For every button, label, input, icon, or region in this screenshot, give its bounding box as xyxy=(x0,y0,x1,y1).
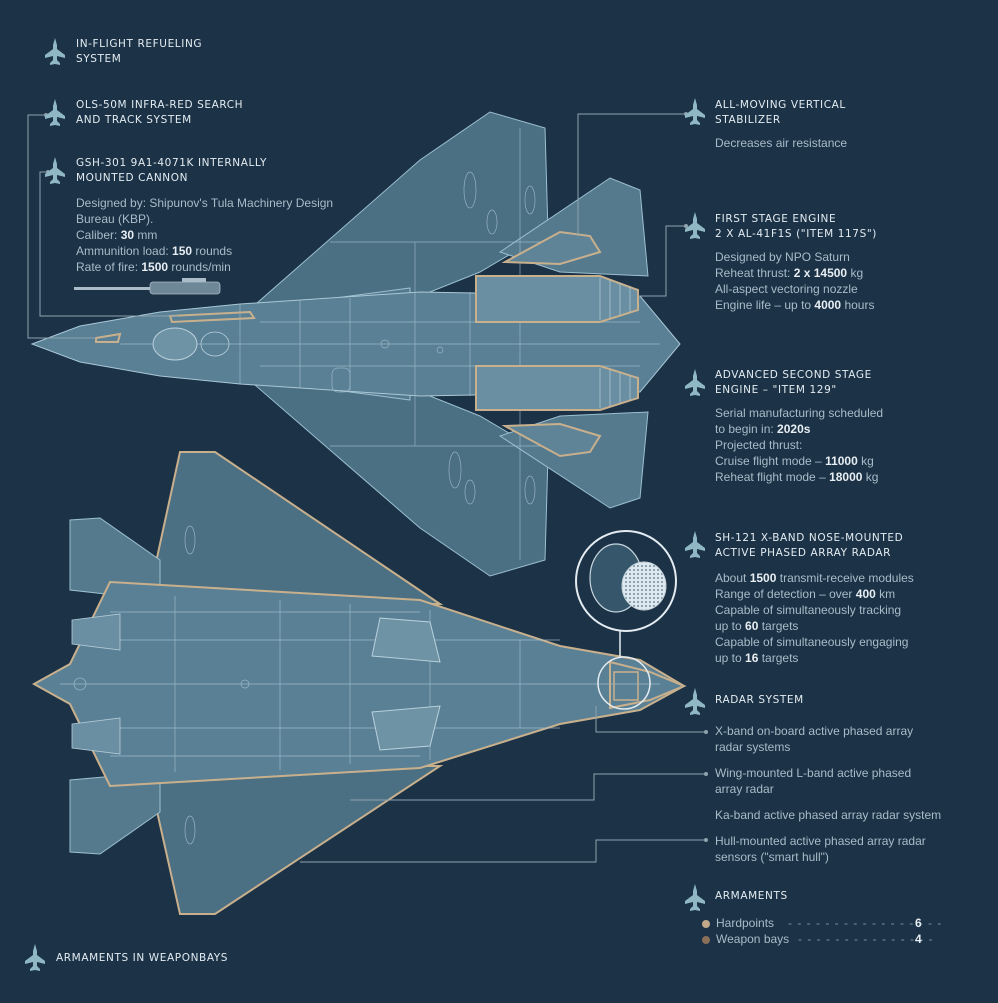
engine1-desc-1: Designed by NPO Saturn xyxy=(715,250,850,264)
radar121-engaging-count: up to 16 targets xyxy=(715,651,799,665)
engine1-life: Engine life – up to 4000 hours xyxy=(715,298,875,312)
weaponbays-row: Weapon bays - - - - - - - - - - - - - - … xyxy=(702,931,933,947)
cannon-rate: Rate of fire: 1500 rounds/min xyxy=(76,260,231,274)
ols-label: OLS-50M INFRA-RED SEARCH AND TRACK SYSTE… xyxy=(76,98,243,128)
engine2-desc-1: Serial manufacturing scheduled xyxy=(715,406,884,420)
stabilizer-title-line1: ALL-MOVING VERTICAL xyxy=(715,99,846,111)
cannon-ammo: Ammunition load: 150 rounds xyxy=(76,244,233,258)
cannon-illustration xyxy=(74,278,221,295)
radar-detail xyxy=(575,530,677,710)
refueling-title-line1: IN-FLIGHT REFUELING xyxy=(76,38,203,50)
refueling-label: IN-FLIGHT REFUELING SYSTEM xyxy=(76,37,202,67)
cannon-desc-2: Bureau (KBP). xyxy=(76,212,154,226)
jet-icon xyxy=(44,38,66,66)
engine1-title-line2: 2 X AL-41F1S ("ITEM 117S") xyxy=(715,228,877,240)
cannon-title-line2: MOUNTED CANNON xyxy=(76,172,189,184)
stabilizer-desc: Decreases air resistance xyxy=(715,136,848,150)
jet-icon xyxy=(684,98,706,126)
radar-smart-hull: Hull-mounted active phased array radar s… xyxy=(715,834,926,864)
engine2-reheat: Reheat flight mode – 18000 kg xyxy=(715,470,879,484)
engine1-desc-3: All-aspect vectoring nozzle xyxy=(715,282,858,296)
jet-icon xyxy=(684,531,706,559)
radar-lband: Wing-mounted L-band active phased array … xyxy=(715,766,912,796)
radar121-title-line2: ACTIVE PHASED ARRAY RADAR xyxy=(715,547,892,559)
aircraft-top-view xyxy=(30,111,681,577)
jet-icon xyxy=(684,884,706,912)
jet-icon xyxy=(24,944,46,972)
hardpoints-value: 6 xyxy=(915,916,922,930)
radar121-label: SH-121 X-BAND NOSE-MOUNTED ACTIVE PHASED… xyxy=(715,531,914,666)
cannon-caliber: Caliber: 30 mm xyxy=(76,228,158,242)
radar-xband: X-band on-board active phased array rada… xyxy=(715,724,914,754)
jet-icon xyxy=(684,688,706,716)
jet-icon xyxy=(44,99,66,127)
refueling-title-line2: SYSTEM xyxy=(76,53,122,65)
engine2-title-line2: ENGINE – "ITEM 129" xyxy=(715,384,837,396)
radar121-engaging: Capable of simultaneously engaging xyxy=(715,635,909,649)
engine1-thrust: Reheat thrust: 2 x 14500 kg xyxy=(715,266,864,280)
leader-lines xyxy=(27,113,706,863)
engine2-label: ADVANCED SECOND STAGE ENGINE – "ITEM 129… xyxy=(715,368,883,485)
radar121-tracking-count: up to 60 targets xyxy=(715,619,799,633)
cannon-title-line1: GSH-301 9A1-4071K INTERNALLY xyxy=(76,157,267,169)
radar-kaband: Ka-band active phased array radar system xyxy=(715,808,942,822)
radar121-tracking: Capable of simultaneously tracking xyxy=(715,603,902,617)
cannon-desc-1: Designed by: Shipunov's Tula Machinery D… xyxy=(76,196,334,210)
radar121-title-line1: SH-121 X-BAND NOSE-MOUNTED xyxy=(715,532,904,544)
ols-title-line2: AND TRACK SYSTEM xyxy=(76,114,192,126)
hardpoints-row: Hardpoints - - - - - - - - - - - - - - -… xyxy=(702,915,941,931)
engine1-title-line1: FIRST STAGE ENGINE xyxy=(715,213,837,225)
engine2-desc-3: Projected thrust: xyxy=(715,438,803,452)
ols-title-line1: OLS-50M INFRA-RED SEARCH xyxy=(76,99,244,111)
engine2-cruise: Cruise flight mode – 11000 kg xyxy=(715,454,874,468)
radar121-modules: About 1500 transmit-receive modules xyxy=(715,571,914,585)
hardpoints-dot xyxy=(702,919,710,928)
weaponbays-value: 4 xyxy=(915,932,922,946)
jet-icon xyxy=(44,157,66,185)
stabilizer-label: ALL-MOVING VERTICAL STABILIZER Decreases… xyxy=(715,98,847,151)
engine2-title-line1: ADVANCED SECOND STAGE xyxy=(715,369,872,381)
jet-icon xyxy=(684,212,706,240)
aircraft-bottom-view xyxy=(31,451,687,915)
weaponbays-title: ARMAMENTS IN WEAPONBAYS xyxy=(56,952,229,964)
engine2-schedule: to begin in: 2020s xyxy=(715,422,811,436)
jet-icon xyxy=(684,369,706,397)
stabilizer-title-line2: STABILIZER xyxy=(715,114,781,126)
cannon-label: GSH-301 9A1-4071K INTERNALLY MOUNTED CAN… xyxy=(76,156,333,275)
radar-system-title: RADAR SYSTEM xyxy=(715,694,804,706)
engine1-label: FIRST STAGE ENGINE 2 X AL-41F1S ("ITEM 1… xyxy=(715,212,877,313)
radar121-range: Range of detection – over 400 km xyxy=(715,587,896,601)
armaments-title: ARMAMENTS xyxy=(715,890,788,902)
weaponbays-dot xyxy=(702,935,710,944)
